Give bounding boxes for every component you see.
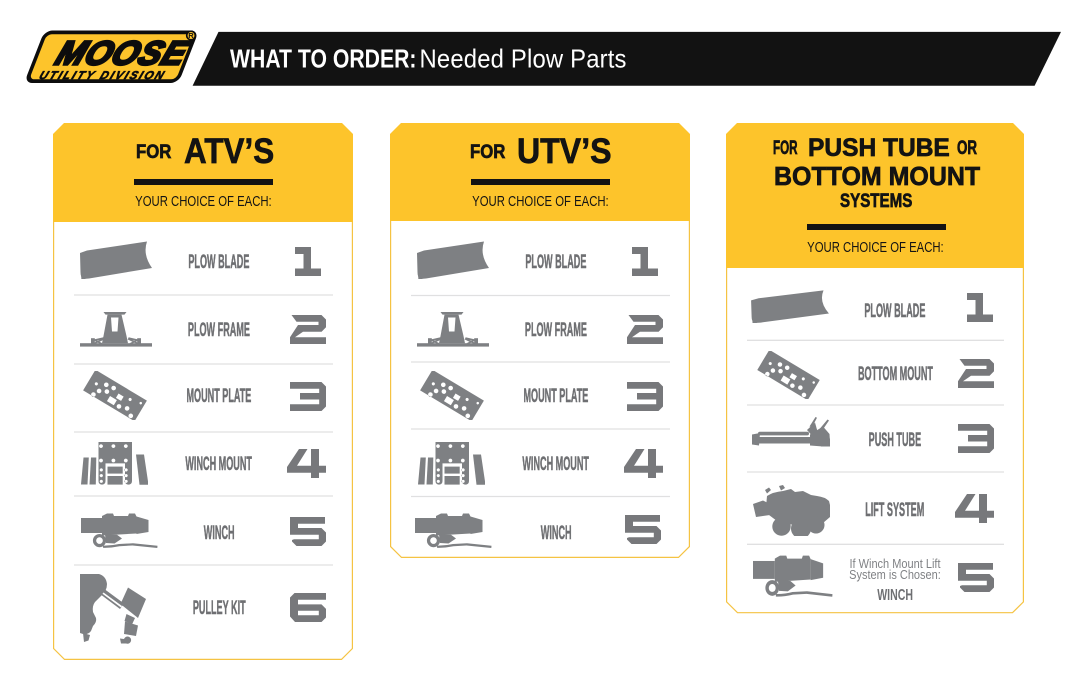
svg-text:WHAT TO ORDER:: WHAT TO ORDER: (230, 44, 416, 72)
svg-text:UTILITY DIVISION: UTILITY DIVISION (37, 69, 167, 82)
svg-text:Needed Plow Parts: Needed Plow Parts (420, 46, 627, 74)
svg-text:R: R (188, 31, 194, 40)
svg-text:MOOSE: MOOSE (51, 36, 195, 73)
